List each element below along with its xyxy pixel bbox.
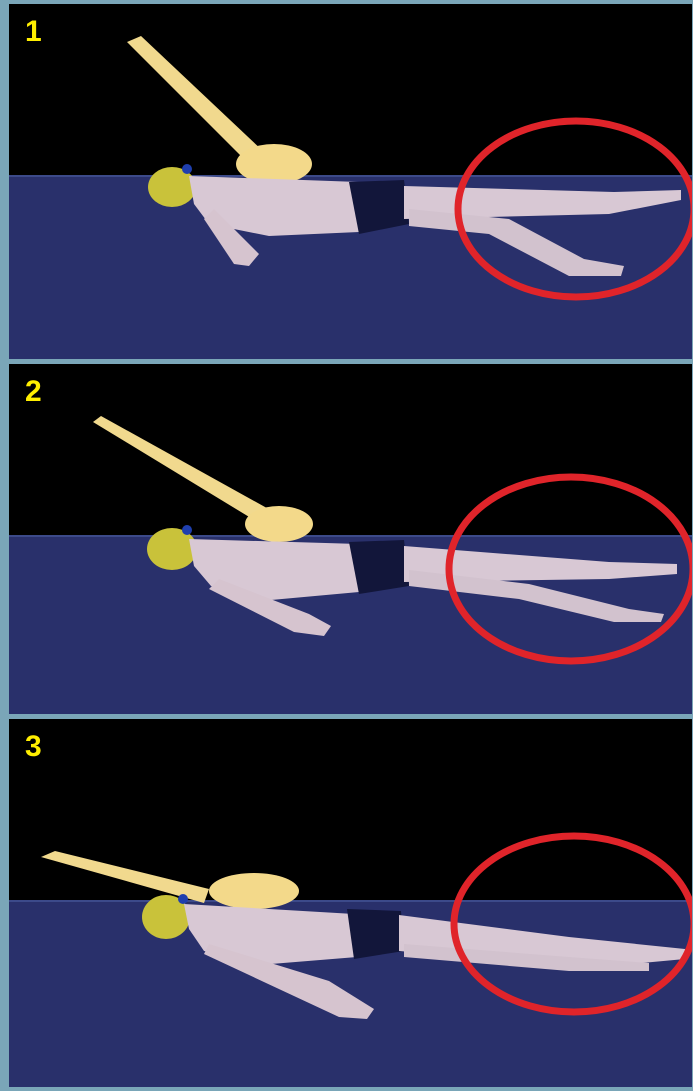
goggles (178, 894, 188, 904)
panel-1: 1 (9, 4, 692, 359)
swimmer-illustration-3 (9, 719, 692, 1087)
swimmer-illustration-1 (9, 4, 692, 359)
swim-trunks (347, 909, 404, 959)
goggles (182, 525, 192, 535)
sky (9, 4, 692, 176)
panel-2: 2 (9, 364, 692, 714)
panel-label-2: 2 (25, 374, 42, 410)
panel-label-1: 1 (25, 14, 42, 50)
sky (9, 364, 692, 536)
panel-3: 3 (9, 719, 692, 1087)
goggles (182, 164, 192, 174)
swim-trunks (349, 540, 409, 594)
panel-label-3: 3 (25, 729, 42, 765)
swimmer-illustration-2 (9, 364, 692, 714)
